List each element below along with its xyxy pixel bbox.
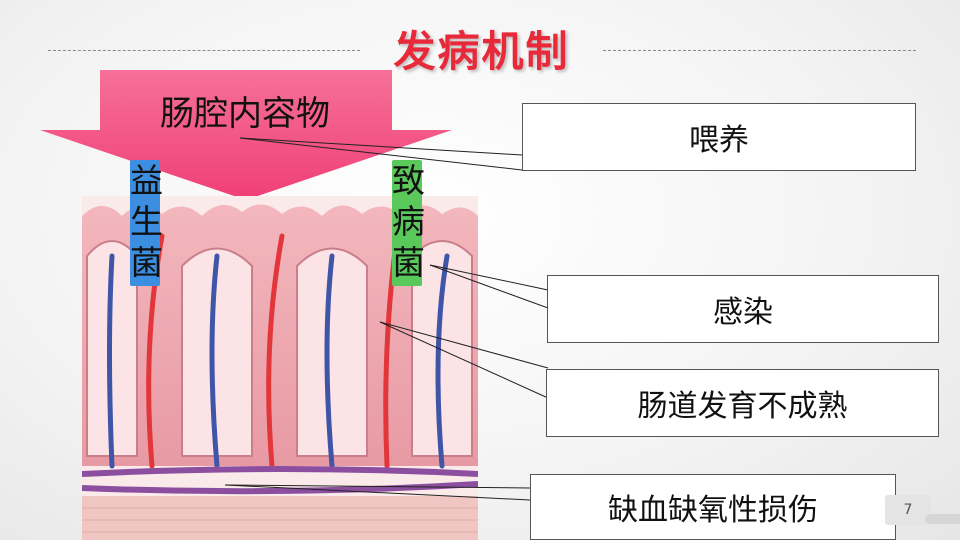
title-rule-left (48, 50, 360, 51)
callout-immature-gut: 肠道发育不成熟 (546, 369, 939, 437)
slide-title: 发病机制 (393, 27, 570, 76)
title-rule-right (603, 50, 916, 51)
pathogens-tag: 致病菌 (392, 160, 425, 286)
callout-ischemia-hypoxia: 缺血缺氧性损伤 (530, 474, 896, 540)
intestinal-contents-label: 肠腔内容物 (160, 94, 330, 134)
probiotics-tag: 益生菌 (130, 160, 163, 286)
down-arrow (40, 70, 452, 200)
page-number: 7 (885, 495, 931, 525)
corner-decoration (925, 514, 960, 524)
callout-feeding: 喂养 (522, 103, 916, 171)
callout-infection: 感染 (547, 275, 939, 343)
